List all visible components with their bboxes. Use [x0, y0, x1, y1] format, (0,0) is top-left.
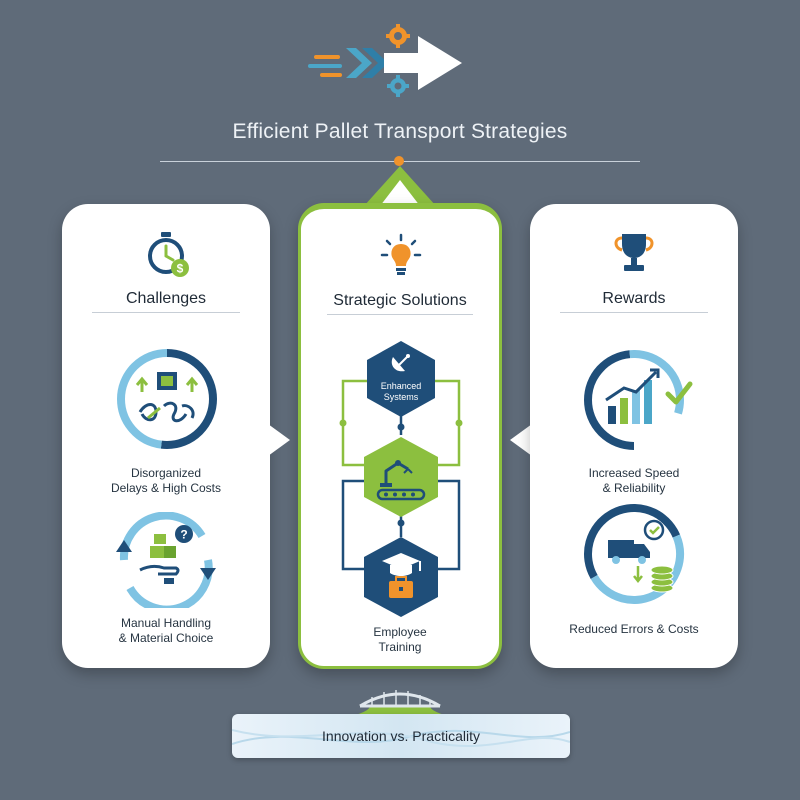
solutions-divider	[327, 314, 473, 315]
footer-banner: Innovation vs. Practicality	[232, 714, 570, 758]
trophy-icon	[614, 234, 654, 271]
solutions-network	[339, 379, 463, 571]
arrow-icon	[308, 24, 462, 97]
solutions-card: Strategic Solutions Enhanced Systems	[298, 203, 502, 669]
hex-label-enhanced: Enhanced	[381, 381, 422, 391]
title-divider-dot	[394, 156, 404, 166]
truck-coins-icon	[584, 504, 684, 604]
left-pointer	[268, 424, 290, 456]
right-pointer	[510, 424, 532, 456]
hand-boxes-icon: ?	[116, 512, 216, 608]
challenge-caption-1: Disorganized Delays & High Costs	[110, 466, 222, 495]
challenge-caption-2: Manual Handling & Material Choice	[118, 616, 214, 645]
rewards-divider	[560, 312, 708, 313]
challenges-heading: Challenges	[125, 290, 207, 307]
banner-text: Innovation vs. Practicality	[322, 728, 480, 744]
wave-decoration	[232, 729, 570, 748]
stopwatch-dollar-icon: $	[148, 232, 189, 277]
challenges-divider	[92, 312, 240, 313]
solutions-heading: Strategic Solutions	[333, 292, 467, 309]
lightbulb-icon	[380, 233, 422, 275]
solution-caption-training: Employee Training	[373, 625, 427, 654]
svg-text:?: ?	[180, 528, 187, 542]
challenges-card: $ Challenges Disorganized Delays & High …	[62, 204, 270, 668]
rewards-card: Rewards Increased Speed & Reliability	[530, 204, 738, 668]
svg-text:$: $	[177, 262, 184, 276]
page-title: Efficient Pallet Transport Strategies	[232, 120, 568, 143]
graduation-cap-icon	[364, 537, 438, 617]
rewards-heading: Rewards	[602, 290, 666, 307]
growth-chart-icon	[584, 350, 693, 450]
center-pointer	[364, 166, 436, 206]
reward-caption-1: Increased Speed & Reliability	[588, 466, 680, 495]
satellite-dish-icon: Enhanced Systems	[367, 341, 435, 417]
gear-icon	[386, 24, 410, 48]
tangled-boxes-icon	[117, 349, 217, 449]
hex-label-systems: Systems	[384, 392, 419, 402]
reward-caption-2: Reduced Errors & Costs	[569, 622, 699, 636]
robot-arm-conveyor-icon	[364, 437, 438, 517]
